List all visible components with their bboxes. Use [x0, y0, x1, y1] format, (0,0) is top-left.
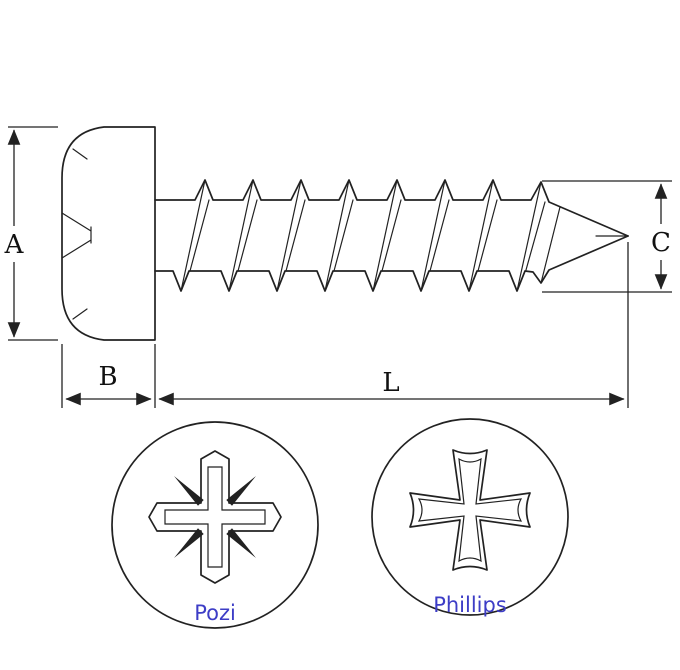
phillips-label: Phillips [433, 593, 507, 617]
pozi-recess [148, 450, 282, 584]
phillips-circle [371, 418, 569, 616]
phillips-recess-inner [417, 457, 523, 563]
dimension-c-label: C [651, 228, 671, 258]
phillips-recess-outer [409, 449, 531, 571]
pozi-recess-outer [148, 450, 282, 584]
screw-head-recess-profile [61, 212, 92, 259]
thread-bottom-outline [154, 235, 629, 292]
thread-helix-lines [180, 179, 542, 292]
tip-thread-flank [540, 206, 561, 284]
screw-head-outline [61, 126, 156, 341]
pozi-label: Pozi [194, 601, 236, 625]
dimension-l-label: L [382, 368, 399, 398]
screw-tip [540, 206, 628, 284]
thread-top-outline [154, 179, 629, 237]
pozi-drive-view: Pozi [111, 421, 319, 629]
dimension-b: B [61, 344, 156, 408]
pozi-recess-inner [164, 466, 266, 568]
screw-thread [154, 179, 629, 292]
phillips-recess [409, 449, 531, 571]
dimension-a: A [4, 126, 58, 341]
dimension-c: C [542, 180, 672, 293]
screw-side-view [61, 126, 629, 341]
phillips-drive-view: Phillips [371, 418, 569, 617]
screw-head-highlights [72, 148, 88, 320]
dimension-a-label: A [4, 230, 25, 260]
screw-head [61, 126, 156, 341]
pozi-45deg-spikes [174, 476, 256, 558]
dimension-b-label: B [98, 362, 117, 392]
thread-helix-lines-secondary [189, 199, 546, 272]
dimension-l: L [158, 242, 629, 408]
pozi-circle [111, 421, 319, 629]
